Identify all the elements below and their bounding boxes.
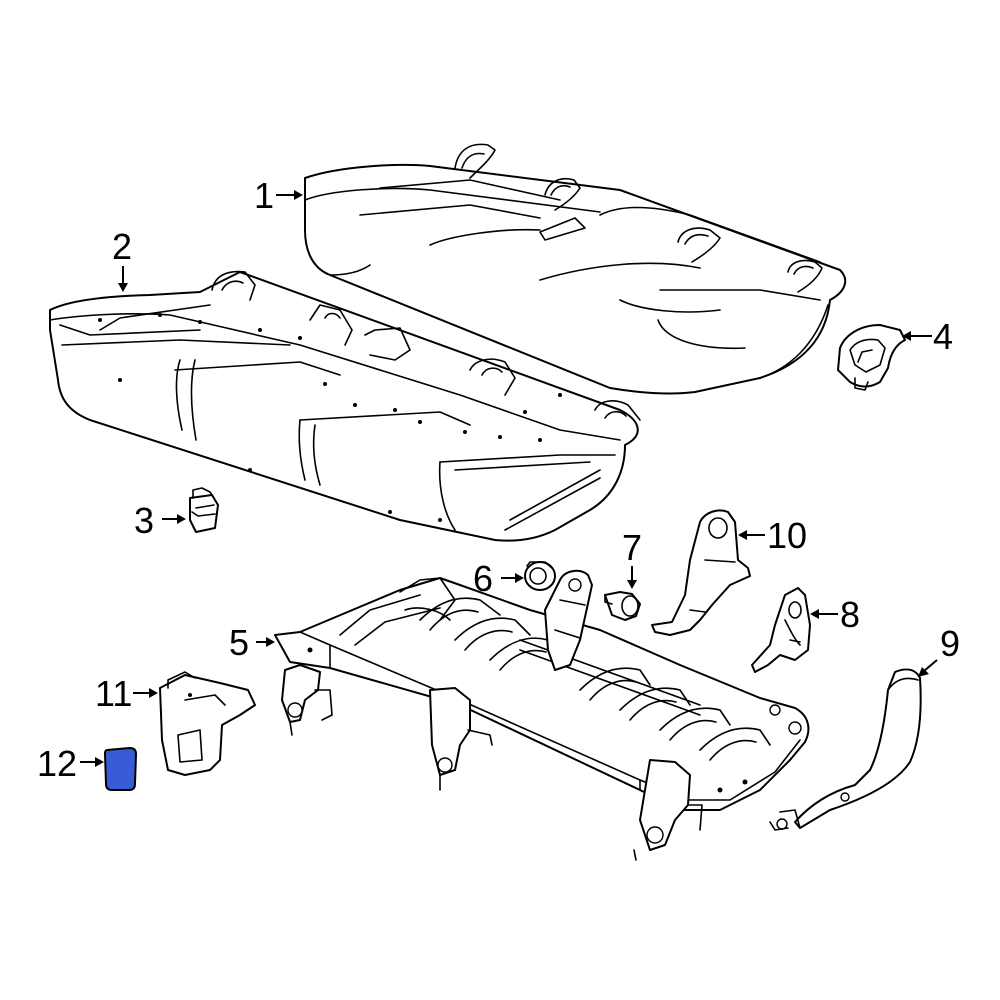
part-12-cap[interactable] — [103, 746, 138, 791]
part-5-seat-frame[interactable] — [274, 569, 810, 861]
callout-9: 9 — [940, 623, 960, 664]
callout-8: 8 — [840, 594, 860, 635]
callout-7: 7 — [622, 527, 642, 568]
leader-lines — [80, 190, 938, 767]
callout-10: 10 — [767, 515, 807, 556]
part-4-guide[interactable] — [837, 324, 906, 391]
callout-5: 5 — [229, 622, 249, 663]
part-9-side-trim[interactable] — [769, 668, 922, 831]
part-10-support-bracket[interactable] — [651, 509, 751, 636]
callout-3: 3 — [134, 500, 154, 541]
part-6-bushing[interactable] — [524, 561, 556, 591]
part-3-clip[interactable] — [189, 487, 219, 533]
callout-labels: 1 2 3 4 5 6 7 8 9 10 11 12 — [37, 175, 960, 784]
callout-6: 6 — [473, 558, 493, 599]
callout-4: 4 — [933, 316, 953, 357]
part-7-bumper[interactable] — [604, 591, 641, 621]
callout-11: 11 — [95, 673, 132, 714]
callout-1: 1 — [254, 175, 274, 216]
part-1-cushion[interactable] — [304, 143, 847, 395]
callout-2: 2 — [112, 226, 132, 267]
part-2-cushion-pad[interactable] — [49, 270, 641, 542]
part-8-bracket[interactable] — [751, 587, 811, 673]
part-11-side-cover[interactable] — [159, 671, 256, 776]
callout-12: 12 — [37, 743, 77, 784]
